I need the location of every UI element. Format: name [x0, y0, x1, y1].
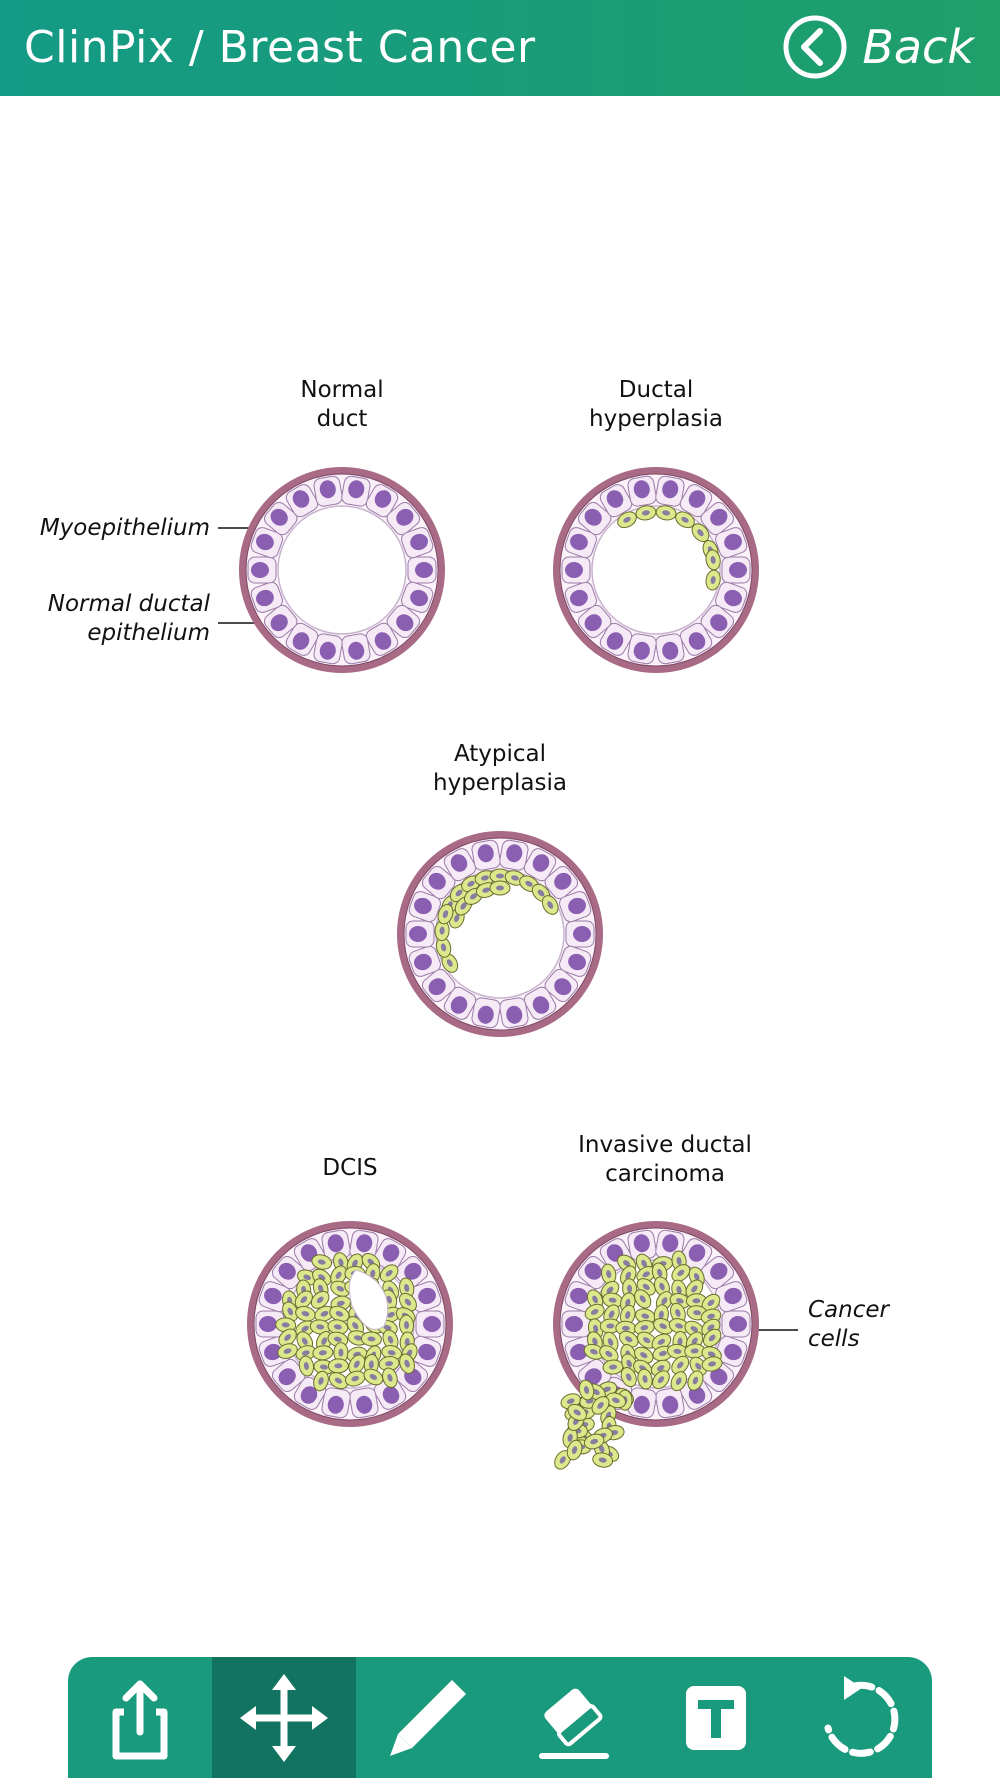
app-header: ClinPix / Breast Cancer Back — [0, 0, 1000, 96]
stage-title-dcis: DCIS — [322, 1155, 378, 1181]
eraser-icon — [539, 1688, 609, 1759]
text-icon — [686, 1685, 746, 1750]
undo-icon — [824, 1675, 899, 1757]
back-label: Back — [862, 20, 974, 74]
normal-duct-diagram — [239, 467, 445, 673]
atypical-hyperplasia-diagram — [397, 831, 603, 1037]
move-tool-button[interactable] — [212, 1657, 356, 1778]
page-title: ClinPix / Breast Cancer — [24, 22, 536, 73]
pencil-icon — [390, 1679, 466, 1756]
eraser-tool-button[interactable] — [500, 1657, 644, 1778]
back-arrow-icon — [783, 15, 847, 79]
back-button[interactable]: Back — [782, 14, 974, 80]
pencil-tool-button[interactable] — [356, 1657, 500, 1778]
ductal-hyperplasia-diagram — [553, 467, 759, 673]
dcis-diagram — [247, 1221, 453, 1427]
text-tool-button[interactable] — [644, 1657, 788, 1778]
share-icon — [112, 1680, 168, 1759]
annotation-toolbar — [68, 1657, 932, 1778]
label-myoepithelium: Myoepithelium — [39, 515, 210, 541]
invasive-carcinoma-diagram — [553, 1221, 759, 1470]
undo-tool-button[interactable] — [788, 1657, 932, 1778]
move-icon — [240, 1673, 328, 1762]
share-button[interactable] — [68, 1657, 212, 1778]
